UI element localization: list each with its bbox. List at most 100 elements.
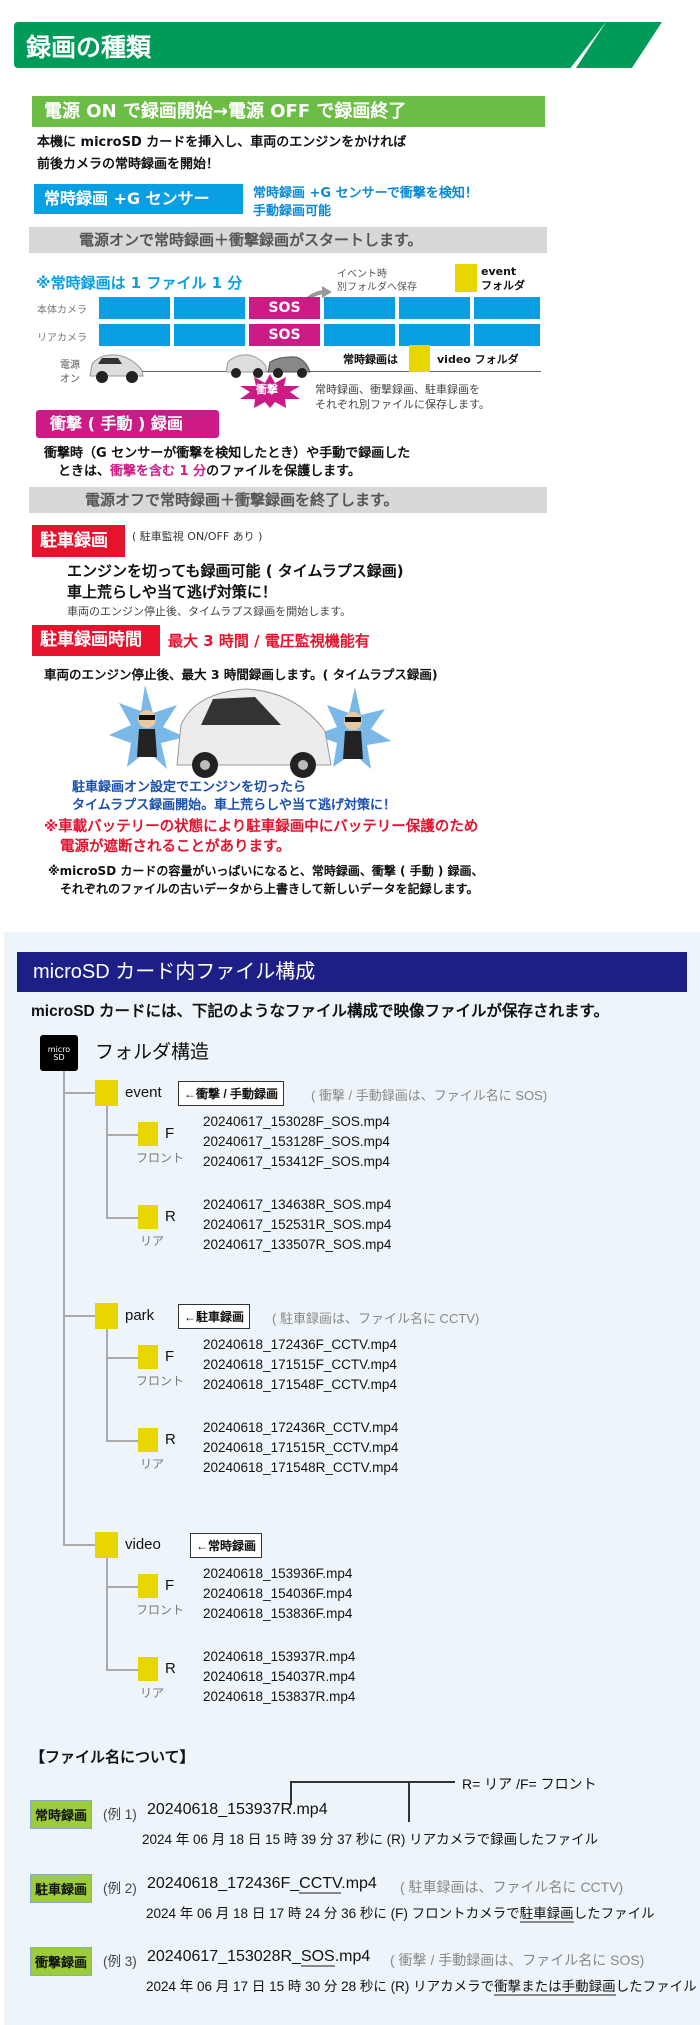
power-on-2: オン (60, 374, 80, 385)
parking-time-value: 最大 3 時間 / 電圧監視機能有 (168, 632, 370, 650)
timeline-segment (399, 324, 470, 346)
timeline-segment (474, 324, 540, 346)
subfolder-sub: フロント (136, 1374, 185, 1388)
file-item[interactable]: 20240618_153936F.mp4 (203, 1566, 353, 1581)
folder-name[interactable]: park (125, 1307, 155, 1324)
event-note-1: イベント時 (337, 269, 387, 280)
parking-label: 駐車録画 (32, 525, 125, 557)
impact-manual-label: 衝撃 ( 手動 ) 録画 (36, 410, 219, 438)
file-item[interactable]: 20240617_133507R_SOS.mp4 (203, 1237, 392, 1252)
folder-tag: ←常時録画 (190, 1533, 263, 1558)
example-number: (例 1) (103, 1807, 137, 1822)
folder-note: ( 衝撃 / 手動録画は、ファイル名に SOS) (311, 1088, 548, 1103)
illus-caption-1: 駐車録画オン設定でエンジンを切ったら (72, 780, 307, 795)
example-number: (例 3) (103, 1954, 137, 1969)
gsensor-desc-1: 常時録画 +G センサーで衝撃を検知！ (253, 186, 478, 201)
event-folder-1: event (481, 265, 517, 278)
example-desc: 2024 年 06 月 17 日 15 時 30 分 28 秒に (R) リアカ… (146, 1979, 697, 1996)
example-filename: 20240618_172436F_CCTV.mp4 (147, 1875, 377, 1894)
timeline-segment (474, 297, 540, 319)
event-folder-2: フォルダ (481, 279, 525, 292)
file-item[interactable]: 20240617_152531R_SOS.mp4 (203, 1217, 392, 1232)
subfolder-icon (138, 1345, 158, 1369)
subfolder-icon (138, 1205, 158, 1229)
tree-line (63, 1092, 95, 1094)
file-item[interactable]: 20240617_153128F_SOS.mp4 (203, 1134, 390, 1149)
separate-note-2: それぞれ別ファイルに保存します。 (315, 398, 490, 411)
video-folder: video フォルダ (437, 353, 519, 366)
legend-line (408, 1781, 410, 1822)
file-item[interactable]: 20240617_134638R_SOS.mp4 (203, 1197, 392, 1212)
subfolder-icon (138, 1122, 158, 1146)
legend-text: R= リア /F= フロント (462, 1776, 597, 1792)
tree-line (106, 1217, 138, 1219)
intro-line-2: 前後カメラの常時録画を開始！ (37, 157, 220, 172)
end-band: 電源オフで常時録画＋衝撃録画を終了します。 (29, 487, 547, 513)
file-item[interactable]: 20240618_153836F.mp4 (203, 1606, 353, 1621)
power-bar: 電源 ON で録画開始→電源 OFF で録画終了 (32, 96, 545, 127)
example-badge: 常時録画 (30, 1800, 93, 1829)
file-item[interactable]: 20240618_171548R_CCTV.mp4 (203, 1460, 399, 1475)
crash-cars-icon (225, 354, 311, 378)
row-front-label: 本体カメラ (37, 305, 87, 316)
tree-line (106, 1440, 138, 1442)
subfolder-sub: フロント (136, 1151, 185, 1165)
timeline-segment (174, 324, 245, 346)
file-item[interactable]: 20240618_153837R.mp4 (203, 1689, 356, 1704)
subfolder-name[interactable]: F (165, 1348, 175, 1365)
timeline-segment (174, 297, 245, 319)
file-item[interactable]: 20240618_154037R.mp4 (203, 1669, 356, 1684)
file-item[interactable]: 20240618_154036F.mp4 (203, 1586, 353, 1601)
file-item[interactable]: 20240618_171515F_CCTV.mp4 (203, 1357, 397, 1372)
subfolder-sub: リア (140, 1234, 165, 1248)
folder-name[interactable]: video (125, 1536, 161, 1553)
parking-note: ( 駐車監視 ON/OFF あり ) (132, 530, 263, 543)
file-item[interactable]: 20240618_171548F_CCTV.mp4 (203, 1377, 397, 1392)
file-structure-section (4, 932, 700, 2025)
battery-warning-2: 電源が遮断されることがあります。 (60, 839, 291, 855)
example-filename: 20240617_153028R_SOS.mp4 (147, 1948, 371, 1967)
file-structure-subtitle: microSD カードには、下記のようなファイル構成で映像ファイルが保存されます… (31, 1003, 609, 1020)
parking-time-label: 駐車録画時間 (32, 625, 160, 656)
legend-line (290, 1781, 292, 1805)
impact-burst-icon (240, 374, 300, 408)
tree-line (106, 1558, 108, 1669)
tree-line (106, 1669, 138, 1671)
tree-line (63, 1071, 65, 1546)
folder-name[interactable]: event (125, 1084, 162, 1101)
impact-label: 衝撃 (256, 383, 278, 396)
subfolder-name[interactable]: R (165, 1208, 176, 1225)
parking-time-desc: 車両のエンジン停止後、最大 3 時間録画します。( タイムラプス録画) (44, 667, 438, 682)
naming-title: 【ファイル名について】 (30, 1749, 195, 1766)
file-item[interactable]: 20240618_153937R.mp4 (203, 1649, 356, 1664)
example-note: ( 衝撃 / 手動録画は、ファイル名に SOS) (390, 1952, 645, 1968)
subfolder-name[interactable]: F (165, 1577, 175, 1594)
sos-segment: SOS (249, 324, 320, 346)
folder-tag: ←駐車録画 (178, 1304, 251, 1329)
subfolder-icon (138, 1657, 158, 1681)
file-item[interactable]: 20240617_153028F_SOS.mp4 (203, 1114, 390, 1129)
file-item[interactable]: 20240618_172436R_CCTV.mp4 (203, 1420, 399, 1435)
one-file-note: ※常時録画は 1 ファイル 1 分 (36, 274, 243, 292)
gsensor-desc-2: 手動録画可能 (253, 204, 332, 219)
tree-line (106, 1134, 138, 1136)
parking-line-1: エンジンを切っても録画可能 ( タイムラプス録画) (67, 562, 404, 580)
overwrite-note-1: ※microSD カードの容量がいっぱいになると、常時録画、衝撃 ( 手動 ) … (48, 864, 484, 878)
event-folder-icon (455, 264, 477, 292)
file-item[interactable]: 20240618_172436F_CCTV.mp4 (203, 1337, 397, 1352)
folder-icon (95, 1532, 118, 1558)
example-desc: 2024 年 06 月 18 日 15 時 39 分 37 秒に (R) リアカ… (142, 1832, 599, 1847)
section-header (14, 22, 606, 68)
tree-line (106, 1106, 108, 1217)
timeline-segment (99, 324, 170, 346)
tree-line (106, 1329, 108, 1440)
file-item[interactable]: 20240618_171515R_CCTV.mp4 (203, 1440, 399, 1455)
folder-icon (95, 1303, 118, 1329)
subfolder-name[interactable]: R (165, 1431, 176, 1448)
file-item[interactable]: 20240617_153412F_SOS.mp4 (203, 1154, 390, 1169)
subfolder-name[interactable]: R (165, 1660, 176, 1677)
subfolder-name[interactable]: F (165, 1125, 175, 1142)
video-prefix: 常時録画は (343, 353, 398, 366)
timeline-segment (399, 297, 470, 319)
file-structure-title: microSD カード内ファイル構成 (17, 952, 687, 992)
